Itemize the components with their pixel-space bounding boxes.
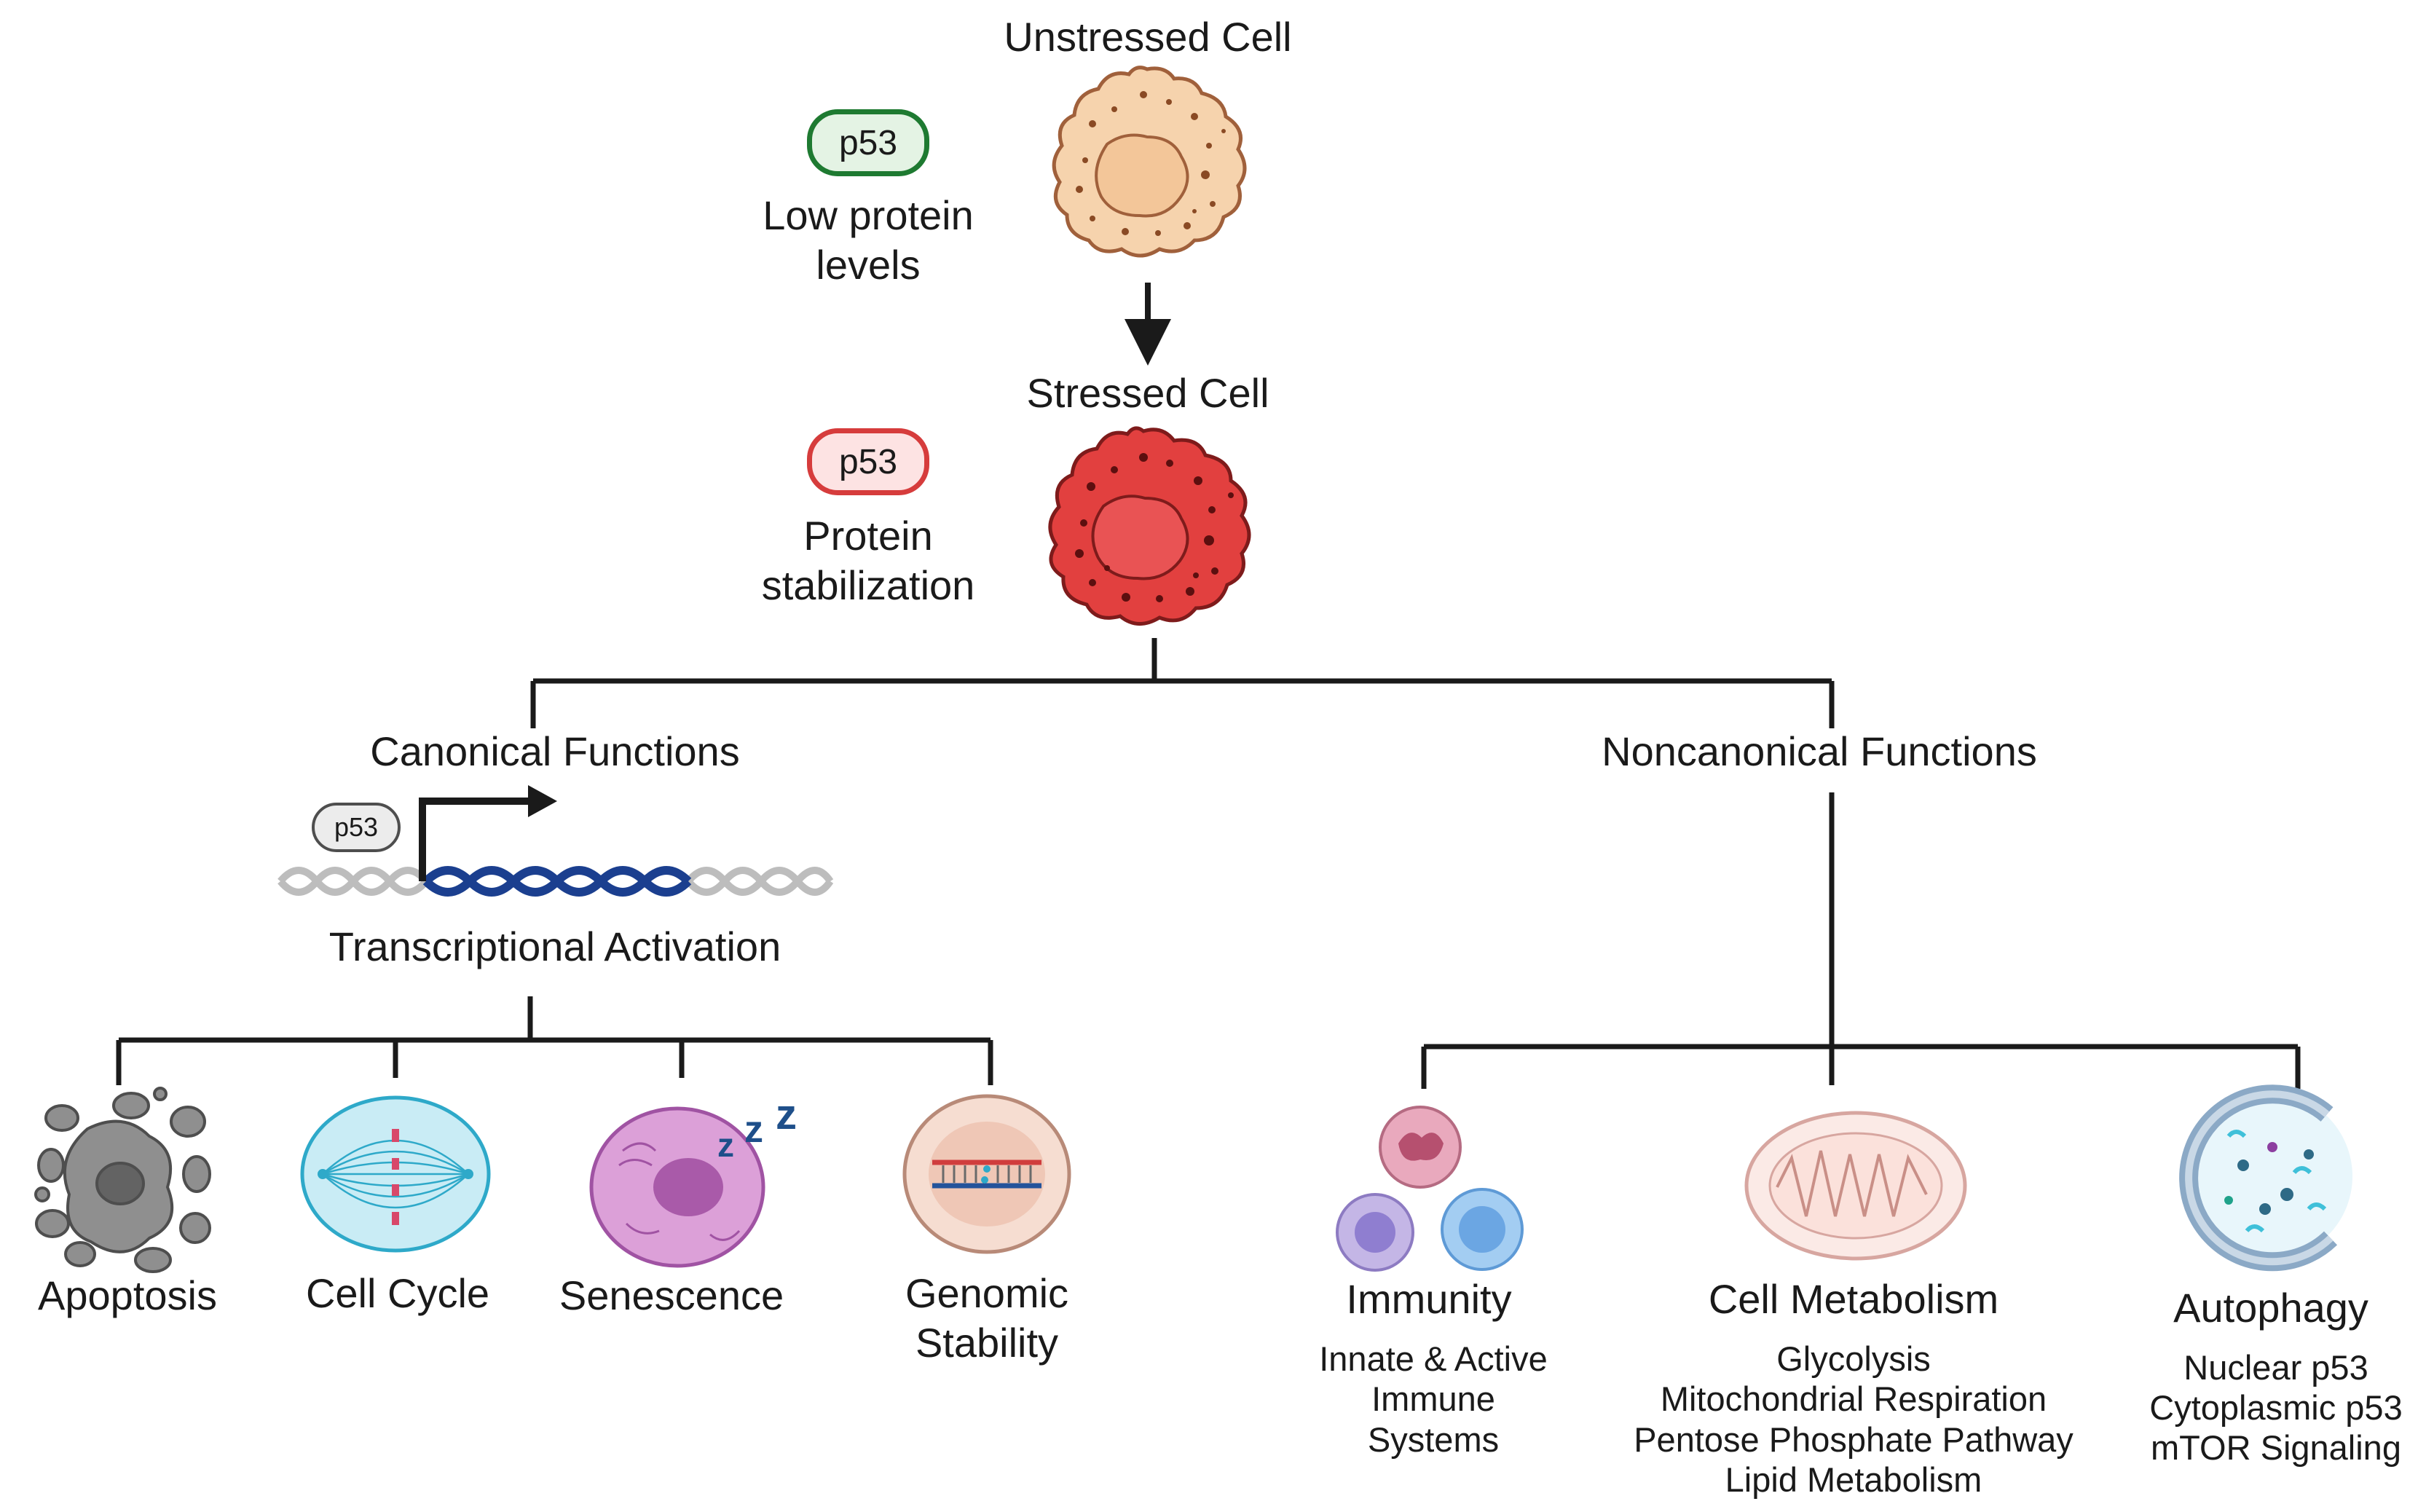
stabilization-note-line2: stabilization [761, 562, 975, 608]
metabolism-detail-2: Mitochondrial Respiration [1660, 1379, 2047, 1418]
cell-cycle-label: Cell Cycle [305, 1270, 490, 1316]
genomic-stability-icon [902, 1094, 1071, 1254]
autophagy-detail-1: Nuclear p53 [2183, 1348, 2368, 1387]
noncanonical-functions-title: Noncanonical Functions [1602, 728, 2037, 774]
senescence-label: Senescence [559, 1272, 784, 1318]
immunity-detail-1: Innate & Active [1319, 1339, 1548, 1378]
transcription-start-arrow [419, 785, 557, 881]
transcriptional-activation-label: Transcriptional Activation [328, 924, 781, 969]
immunity-icon [1336, 1106, 1524, 1272]
noncanonical-branch-lines [1421, 792, 2301, 1089]
metabolism-detail-1: Glycolysis [1776, 1339, 1931, 1378]
cell-metabolism-label: Cell Metabolism [1708, 1276, 1999, 1322]
genomic-stability-label-line1: Genomic [905, 1270, 1069, 1316]
unstressed-cell-title: Unstressed Cell [1004, 14, 1292, 60]
unstressed-cell-icon [1052, 66, 1247, 258]
low-protein-note-line2: levels [816, 242, 921, 288]
p53-high-badge: p53 [807, 428, 929, 495]
p53-transcription-badge: p53 [312, 803, 401, 852]
low-protein-note-line1: Low protein [763, 192, 974, 238]
canonical-functions-title: Canonical Functions [370, 728, 740, 774]
cell-cycle-icon [300, 1095, 491, 1253]
p53-low-badge: p53 [807, 109, 929, 176]
sleep-z-medium: z [744, 1109, 763, 1151]
stabilization-note-line1: Protein [803, 513, 933, 559]
immunity-detail-2: Immune [1371, 1379, 1495, 1418]
sleep-z-small: z [717, 1126, 734, 1164]
apoptosis-label: Apoptosis [38, 1272, 217, 1318]
autophagy-detail-3: mTOR Signaling [2151, 1428, 2401, 1467]
mitochondrion-icon [1744, 1111, 1967, 1261]
sleep-z-large: z [776, 1091, 797, 1138]
immunity-label: Immunity [1346, 1276, 1512, 1322]
dna-active-strand [422, 866, 692, 897]
metabolism-detail-4: Lipid Metabolism [1725, 1460, 1982, 1499]
autophagy-detail-2: Cytoplasmic p53 [2149, 1388, 2403, 1427]
stressed-cell-title: Stressed Cell [1026, 370, 1269, 416]
autophagy-label: Autophagy [2173, 1285, 2368, 1331]
genomic-stability-label-line2: Stability [915, 1320, 1059, 1366]
autophagy-icon [2179, 1084, 2352, 1272]
apoptosis-icon [34, 1087, 211, 1273]
stressed-cell-icon [1048, 426, 1251, 626]
senescence-icon: z z z [589, 1091, 797, 1268]
main-branch-lines [530, 638, 1835, 728]
canonical-branch-lines [116, 996, 993, 1085]
immunity-detail-3: Systems [1367, 1420, 1500, 1459]
metabolism-detail-3: Pentose Phosphate Pathway [1634, 1420, 2074, 1459]
dna-inactive-strand [277, 867, 834, 896]
